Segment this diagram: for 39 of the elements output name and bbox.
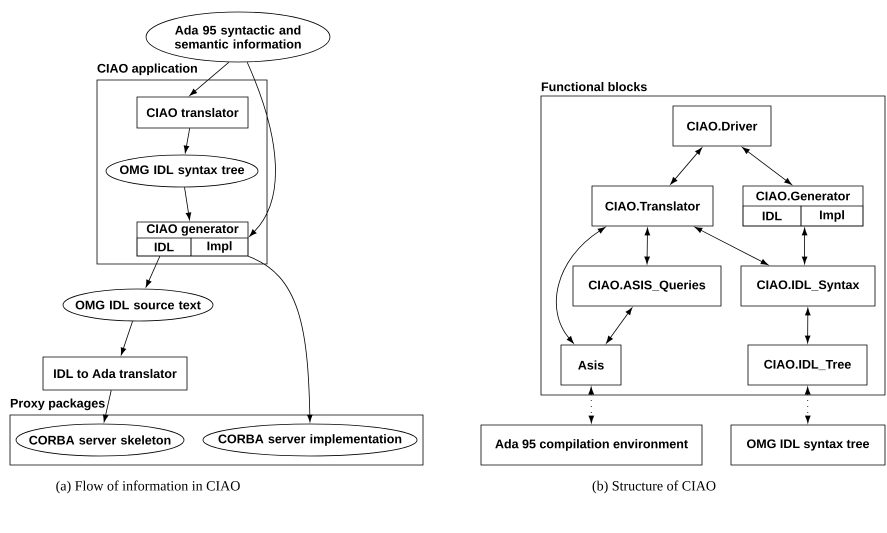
ellipse-node: CORBA server skeleton — [16, 424, 184, 456]
process-box: CIAO.IDL_Tree — [748, 344, 868, 386]
compartment: Impl — [800, 206, 864, 226]
arrow — [146, 256, 160, 288]
ellipse-node: CORBA server implementation — [202, 424, 418, 456]
compartment: IDL — [136, 238, 192, 256]
process-box: Ada 95 compilation environment — [480, 424, 702, 466]
arrow — [804, 308, 811, 344]
caption: (b) Structure of CIAO — [592, 480, 716, 494]
process-box: OMG IDL syntax tree — [730, 424, 886, 466]
arrow — [102, 390, 112, 422]
arrow — [184, 128, 190, 154]
process-box: IDL to Ada translator — [42, 356, 188, 390]
arrow — [190, 62, 230, 96]
process-box: CIAO.Driver — [672, 106, 772, 146]
arrow — [248, 256, 313, 422]
arrow — [742, 147, 792, 185]
arrow — [606, 307, 632, 344]
ellipse-node: Ada 95 syntactic and semantic information — [146, 12, 330, 62]
arrow — [556, 227, 606, 344]
arrow — [804, 386, 811, 424]
caption: (a) Flow of information in CIAO — [56, 480, 240, 494]
process-box: CIAO.Translator — [592, 186, 714, 226]
arrow — [802, 228, 808, 264]
process-box: CIAO.ASIS_Queries — [572, 266, 722, 306]
arrow — [644, 228, 650, 264]
arrow — [184, 186, 192, 220]
arrow — [670, 147, 702, 185]
compartment: IDL — [742, 206, 802, 226]
process-box: CIAO translator — [136, 96, 248, 128]
compartment: Impl — [190, 238, 248, 256]
process-box: CIAO.IDL_Syntax — [740, 266, 876, 306]
process-box: Asis — [560, 344, 622, 386]
arrow — [588, 386, 594, 424]
arrow — [694, 226, 768, 266]
ellipse-node: OMG IDL source text — [62, 288, 214, 322]
arrow — [246, 62, 276, 237]
ellipse-node: OMG IDL syntax tree — [106, 154, 258, 188]
arrow — [120, 320, 133, 356]
